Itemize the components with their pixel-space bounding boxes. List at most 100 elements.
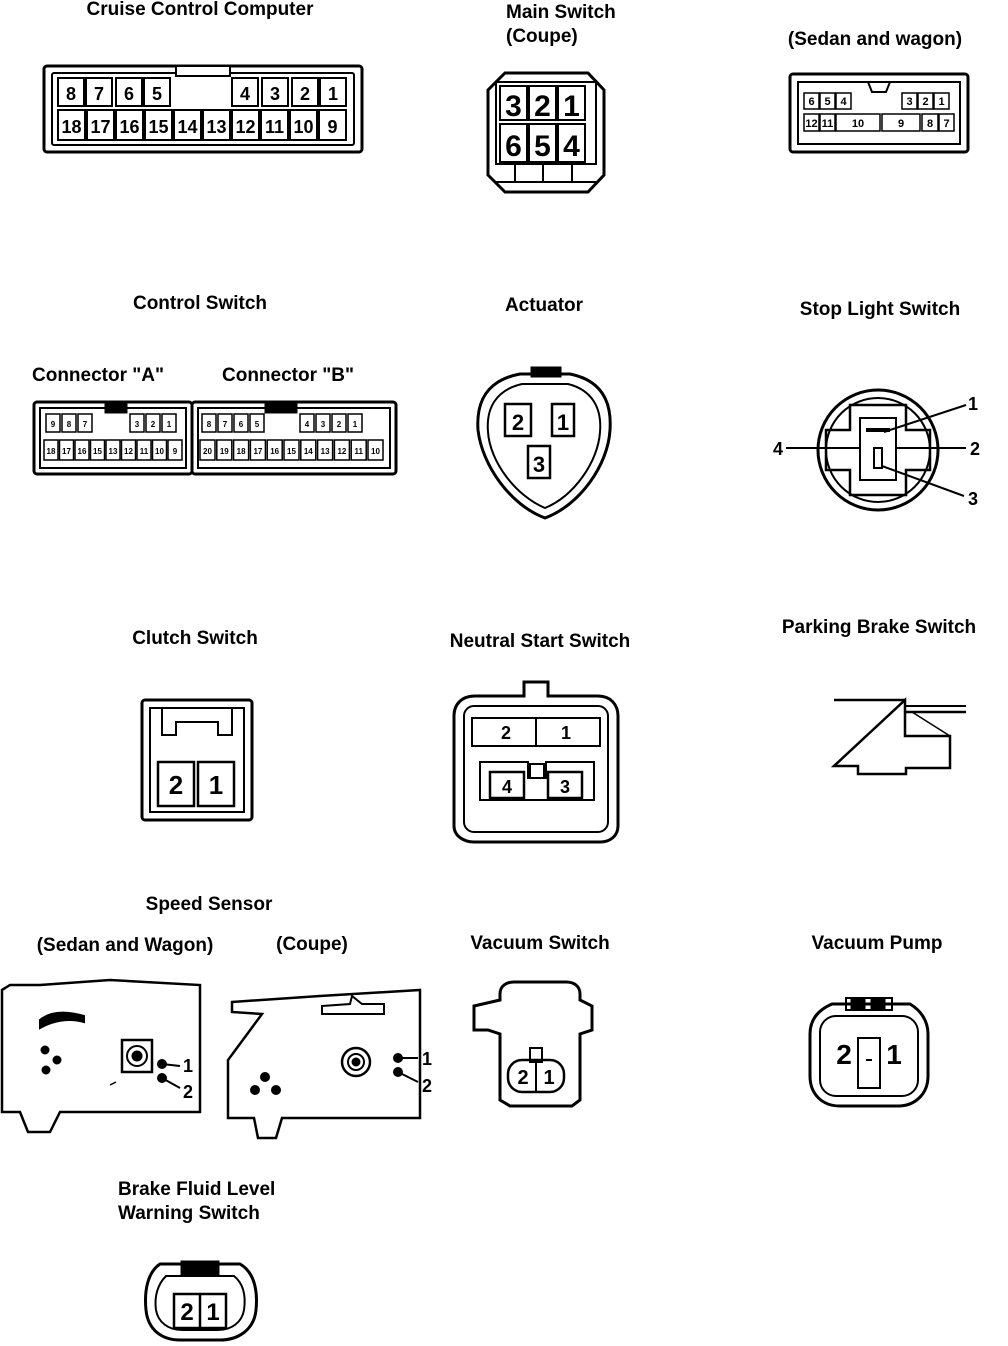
cruise-pin-label: 16 (119, 117, 139, 137)
speed-coupe-callout-1: 1 (422, 1049, 432, 1069)
control-a-pin-cell (45, 413, 61, 433)
sedan-wagon-pin-label: 9 (898, 118, 904, 130)
control-switch-connector (32, 400, 398, 476)
cruise-pin-cell (261, 77, 289, 107)
control-b-pin-cell (347, 413, 363, 433)
control-b-pin-cell (283, 439, 300, 461)
control-b-pin-cell (232, 439, 250, 461)
control-a-pin-cell (105, 439, 121, 461)
sedan-wagon-pin-label: 8 (927, 118, 933, 130)
cruise-pin-cell (57, 109, 86, 141)
control-b-pin-cell (199, 439, 216, 461)
cruise-pin-cell (231, 77, 259, 107)
control-a-pin-label: 2 (151, 420, 156, 429)
control-b-pin-cell (249, 439, 267, 461)
cruise-computer-connector (42, 64, 364, 154)
speed-sensor-title: Speed Sensor (145, 894, 273, 915)
cruise-pin-cell (115, 77, 143, 107)
cruise-pin-label: 12 (235, 117, 255, 137)
sedan-wagon-pin-label: 12 (805, 118, 817, 130)
sedan-wagon-pin-cell (803, 113, 820, 132)
main-switch-pin-label: 3 (505, 90, 522, 123)
speed-sensor-coupe-drawing (226, 988, 422, 1140)
control-a-pin-label: 17 (62, 447, 71, 456)
control-b-pin-label: 18 (237, 447, 246, 456)
control-a-pin-label: 18 (47, 447, 56, 456)
sedan-wagon-pin-cell (835, 113, 881, 132)
main-switch-pin-cell (528, 85, 557, 121)
main-switch-pin-label: 6 (505, 130, 522, 163)
main-switch-pin-cell (499, 123, 528, 163)
actuator-connector (476, 366, 612, 520)
sedan-wagon-pin-cell (803, 92, 820, 110)
control-b-pin-label: 3 (321, 420, 326, 429)
sedan-wagon-pin-label: 2 (922, 96, 928, 108)
cruise-pin-cell (173, 109, 202, 141)
control-b-pin-label: 6 (239, 420, 244, 429)
cruise-pin-cell (143, 77, 171, 107)
control-a-pin-label: 16 (78, 447, 87, 456)
sedan-wagon-pin-label: 3 (906, 96, 912, 108)
sedan-wagon-pin-cell (819, 92, 836, 110)
control-b-pin-cell (315, 413, 331, 433)
control-b-pin-label: 5 (255, 420, 260, 429)
control-a-pin-cell (145, 413, 161, 433)
stop-light-callout-4: 4 (773, 439, 783, 459)
cruise-pin-label: 9 (327, 117, 337, 137)
control-b-pin-label: 16 (270, 447, 279, 456)
clutch-pin-1: 1 (209, 770, 223, 800)
sedan-wagon-pin-cell (881, 113, 921, 132)
neutral-pin-3: 3 (560, 777, 570, 797)
control-b-pin-label: 7 (223, 420, 228, 429)
sedan-wagon-title: (Sedan and wagon) (787, 29, 963, 50)
control-b-pin-cell (367, 439, 384, 461)
stop-light-callout-3: 3 (968, 489, 978, 509)
parking-brake-switch-title: Parking Brake Switch (781, 617, 977, 638)
vacuum-pump-title: Vacuum Pump (811, 933, 943, 954)
main-switch-pin-cell (557, 123, 586, 163)
stop-light-callout-2: 2 (970, 439, 980, 459)
vacuum-pump-pin-1: 1 (886, 1039, 902, 1070)
vacuum-switch-title: Vacuum Switch (470, 933, 610, 954)
sedan-wagon-pin-cell (901, 92, 918, 110)
brake-fluid-subtitle: Warning Switch (118, 1203, 260, 1224)
cruise-pin-label: 11 (265, 117, 284, 137)
actuator-pin-3: 3 (533, 452, 545, 477)
control-b-pin-cell (299, 413, 315, 433)
brake-fluid-switch-connector (144, 1260, 258, 1342)
sedan-wagon-pin-cell (819, 113, 836, 132)
control-b-pin-cell (350, 439, 367, 461)
cruise-computer-title: Cruise Control Computer (86, 0, 314, 20)
control-a-pin-label: 11 (140, 447, 149, 456)
control-a-pin-label: 12 (124, 447, 133, 456)
sedan-wagon-pin-cell (921, 113, 939, 132)
clutch-switch-title: Clutch Switch (132, 628, 258, 649)
actuator-title: Actuator (504, 295, 584, 316)
cruise-pin-cell (115, 109, 144, 141)
speed-coupe-callout-2: 2 (422, 1076, 432, 1096)
cruise-pin-label: 7 (94, 84, 104, 104)
control-a-pin-cell (151, 439, 168, 461)
sedan-wagon-pin-label: 7 (943, 118, 949, 130)
cruise-pin-cell (260, 109, 289, 141)
control-b-pin-label: 2 (337, 420, 342, 429)
brake-fluid-pin-1: 1 (206, 1299, 219, 1326)
control-b-pin-cell (249, 413, 265, 433)
connector-b-label: Connector "B" (222, 365, 355, 386)
control-b-pin-label: 11 (354, 447, 363, 456)
main-switch-subtitle: (Coupe) (506, 26, 578, 47)
cruise-pin-label: 18 (61, 117, 81, 137)
control-b-pin-cell (316, 439, 334, 461)
sedan-wagon-pin-label: 11 (822, 118, 834, 130)
sedan-wagon-pin-cell (917, 92, 934, 110)
control-switch-title: Control Switch (132, 293, 268, 314)
cruise-pin-cell (289, 109, 318, 141)
cruise-pin-cell (291, 77, 319, 107)
cruise-pin-label: 1 (328, 84, 338, 104)
speed-sedan-callout-1: 1 (183, 1056, 193, 1076)
cruise-pin-cell (57, 77, 85, 107)
cruise-pin-label: 3 (270, 84, 280, 104)
cruise-pin-cell (319, 77, 347, 107)
vacuum-pump-pin-2: 2 (836, 1039, 852, 1070)
sedan-wagon-pin-label: 6 (808, 96, 814, 108)
